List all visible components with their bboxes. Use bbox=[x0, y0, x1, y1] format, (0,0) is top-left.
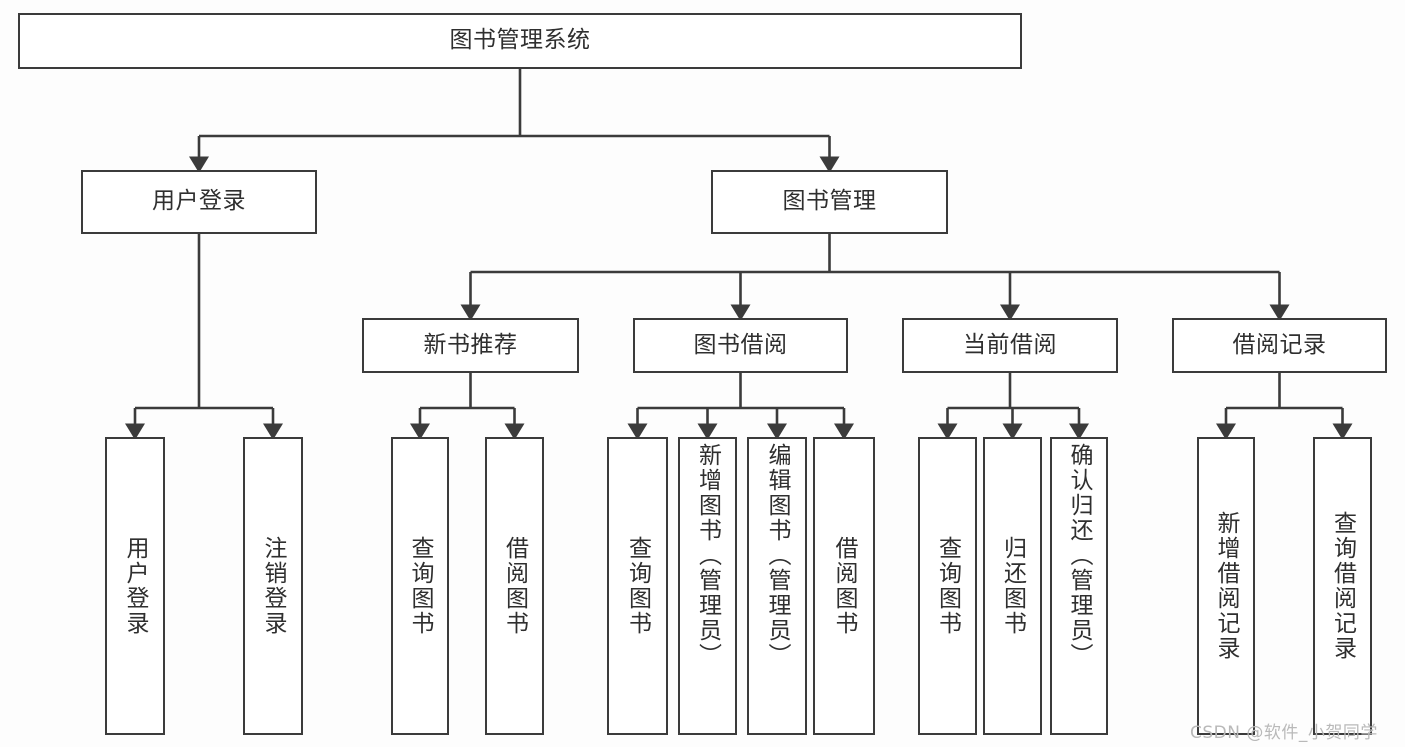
leaf-node-4[interactable]: 借阅图书 bbox=[485, 437, 544, 735]
level3-node-4[interactable]: 借阅记录 bbox=[1172, 318, 1387, 373]
leaf-node-11[interactable]: 确认归还（管理员） bbox=[1050, 437, 1108, 735]
leaf-node-label: 查询借阅记录 bbox=[1329, 511, 1356, 661]
leaf-node-label: 借阅图书 bbox=[501, 536, 528, 636]
leaf-node-label: 借阅图书 bbox=[831, 536, 858, 636]
leaf-node-label: 归还图书 bbox=[999, 536, 1026, 636]
node-label: 借阅记录 bbox=[1232, 331, 1327, 358]
node-label: 新书推荐 bbox=[423, 331, 518, 358]
leaf-node-label: 确认归还（管理员） bbox=[1066, 443, 1093, 668]
node-label: 图书管理 bbox=[782, 188, 877, 215]
leaf-node-label: 新增借阅记录 bbox=[1213, 511, 1240, 661]
level3-node-2[interactable]: 图书借阅 bbox=[633, 318, 848, 373]
leaf-node-label: 编辑图书（管理员） bbox=[764, 443, 791, 668]
leaf-node-10[interactable]: 归还图书 bbox=[983, 437, 1042, 735]
leaf-node-7[interactable]: 编辑图书（管理员） bbox=[747, 437, 807, 735]
node-label: 图书借阅 bbox=[693, 331, 788, 358]
level3-node-1[interactable]: 新书推荐 bbox=[362, 318, 579, 373]
leaf-node-label: 查询图书 bbox=[934, 536, 961, 636]
level2-node-2[interactable]: 图书管理 bbox=[711, 170, 948, 234]
leaf-node-1[interactable]: 用户登录 bbox=[105, 437, 165, 735]
leaf-node-5[interactable]: 查询图书 bbox=[607, 437, 668, 735]
leaf-node-13[interactable]: 查询借阅记录 bbox=[1313, 437, 1372, 735]
root-node-book-management-system[interactable]: 图书管理系统 bbox=[18, 13, 1022, 69]
leaf-node-12[interactable]: 新增借阅记录 bbox=[1197, 437, 1255, 735]
leaf-node-label: 注销登录 bbox=[260, 536, 287, 636]
node-label: 当前借阅 bbox=[963, 331, 1057, 358]
node-label: 图书管理系统 bbox=[449, 27, 591, 54]
leaf-node-6[interactable]: 新增图书（管理员） bbox=[678, 437, 737, 735]
leaf-node-3[interactable]: 查询图书 bbox=[391, 437, 449, 735]
level2-node-1[interactable]: 用户登录 bbox=[81, 170, 317, 234]
leaf-node-label: 新增图书（管理员） bbox=[694, 443, 721, 668]
leaf-node-label: 查询图书 bbox=[407, 536, 434, 636]
watermark-label: CSDN @软件_小贺同学 bbox=[1190, 723, 1378, 743]
level3-node-3[interactable]: 当前借阅 bbox=[902, 318, 1118, 373]
node-label: 用户登录 bbox=[152, 188, 246, 215]
leaf-node-9[interactable]: 查询图书 bbox=[918, 437, 977, 735]
leaf-node-2[interactable]: 注销登录 bbox=[243, 437, 303, 735]
leaf-node-label: 用户登录 bbox=[122, 536, 149, 636]
leaf-node-8[interactable]: 借阅图书 bbox=[813, 437, 875, 735]
leaf-node-label: 查询图书 bbox=[624, 536, 651, 636]
